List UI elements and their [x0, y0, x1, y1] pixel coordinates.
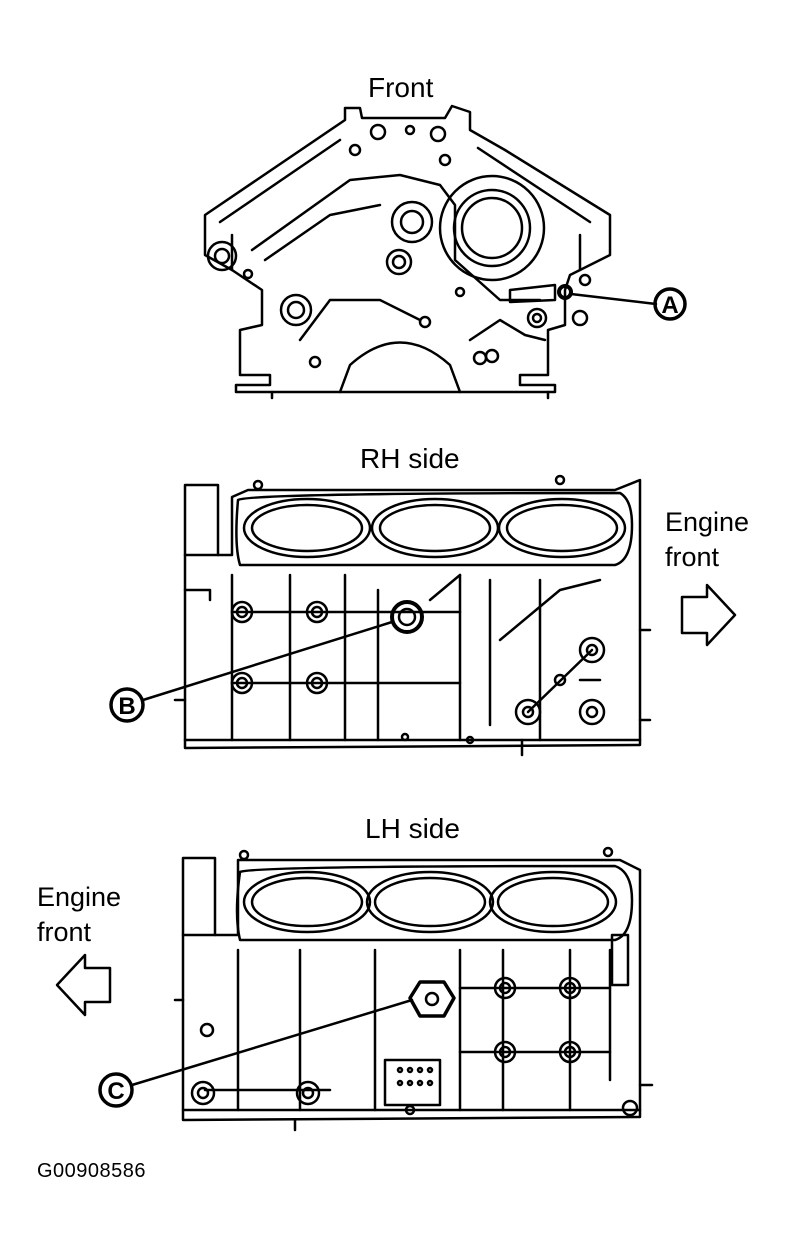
- rh-side-view-block: [173, 474, 652, 757]
- lh-engine-front-arrow: [55, 953, 112, 1017]
- lh-side-view-title: LH side: [365, 813, 460, 844]
- callout-c-letter: C: [107, 1078, 124, 1105]
- rh-engine-front-arrow: [680, 583, 737, 647]
- rh-engine-front-label: Engine front: [665, 505, 749, 574]
- callout-b-letter: B: [118, 693, 135, 720]
- front-view-block: [203, 104, 612, 400]
- rh-engine-front-line2: front: [665, 541, 720, 572]
- rh-side-view-title: RH side: [360, 443, 460, 474]
- callout-b: B: [109, 620, 394, 723]
- callout-c: C: [98, 998, 414, 1108]
- lh-engine-front-line1: Engine: [37, 882, 122, 912]
- front-view-title: Front: [368, 72, 434, 103]
- lh-side-view-block: [173, 846, 654, 1132]
- figure-code: G00908586: [37, 1160, 147, 1182]
- callout-a-letter: A: [661, 292, 678, 319]
- lh-engine-front-line2: front: [37, 916, 92, 947]
- rh-engine-front-line1: Engine: [665, 507, 750, 537]
- callout-a: A: [569, 287, 687, 321]
- lh-engine-front-label: Engine front: [37, 880, 121, 949]
